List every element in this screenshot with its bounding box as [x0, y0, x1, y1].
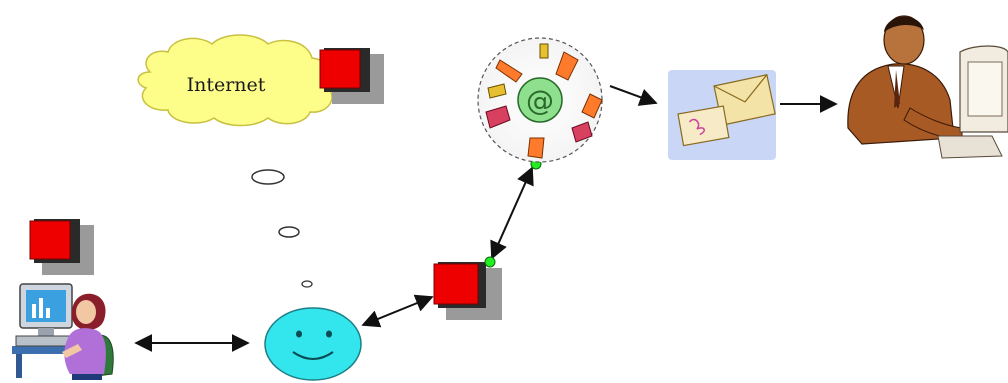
internet-cloud: Internet: [137, 34, 333, 127]
arrow-smiley-redbox: [361, 294, 434, 328]
cloud-label: Internet: [187, 74, 266, 96]
red-box-icon: [319, 48, 384, 104]
envelope-icon: [668, 70, 776, 160]
email-hub-icon: @: [477, 37, 603, 163]
red-box-icon: [29, 219, 94, 275]
man-at-computer-icon: [847, 15, 1008, 159]
thought-bubble-small: [301, 280, 313, 288]
thought-bubble-medium: [278, 226, 300, 238]
arrow-hub-envelope: [609, 85, 658, 106]
arrow-redbox-hub: [490, 166, 534, 260]
woman-at-computer-icon: [12, 283, 114, 380]
connector-endpoint-dot: [484, 256, 496, 268]
thought-bubble-large: [251, 169, 285, 185]
red-box-icon: [433, 262, 502, 320]
at-sign-glyph: @: [526, 84, 554, 117]
smiley-face-icon: [264, 307, 362, 381]
